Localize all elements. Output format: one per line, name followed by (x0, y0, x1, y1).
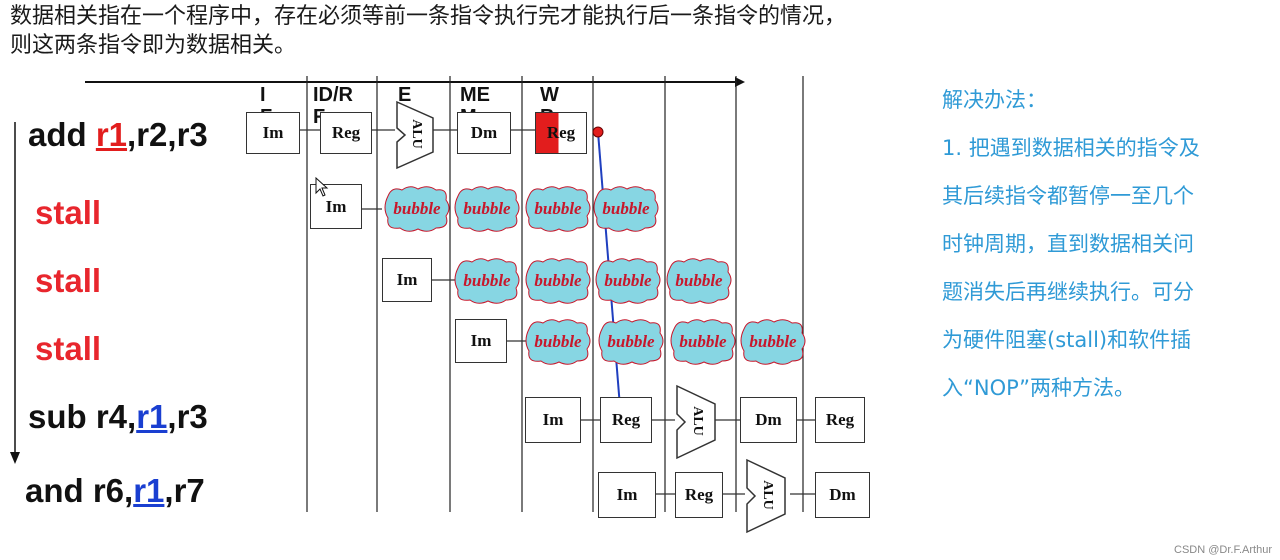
solution-heading: 解决办法： (942, 88, 1047, 112)
solution-line-6: 入“NOP”两种方法。 (942, 376, 1136, 400)
unit-im: Im (310, 184, 362, 229)
unit-im: Im (598, 472, 656, 518)
bubble: bubble (523, 317, 593, 367)
bubble: bubble (382, 184, 452, 234)
bubble: bubble (591, 184, 661, 234)
bubble: bubble (668, 317, 738, 367)
bubble: bubble (593, 256, 663, 306)
register-r1-src-2: r1 (133, 472, 165, 509)
unit-reg-writeback: Reg (535, 112, 587, 154)
bubble: bubble (452, 256, 522, 306)
unit-dm: Dm (815, 472, 870, 518)
unit-im: Im (525, 397, 581, 443)
unit-alu: ALU (675, 384, 717, 460)
unit-reg: Reg (600, 397, 652, 443)
watermark: CSDN @Dr.F.Arthur (1174, 544, 1272, 556)
instr-sub: sub r4,r1,r3 (28, 398, 208, 435)
instr-stall-1: stall (35, 194, 102, 231)
solution-line-4: 题消失后再继续执行。可分 (942, 280, 1194, 304)
solution-line-1: 1. 把遇到数据相关的指令及 (942, 136, 1200, 160)
instr-stall-3: stall (35, 330, 102, 367)
unit-dm: Dm (740, 397, 797, 443)
register-r1-src: r1 (136, 398, 168, 435)
bubble: bubble (452, 184, 522, 234)
intro-line-2: 则这两条指令即为数据相关。 (10, 33, 297, 58)
mouse-cursor-icon (315, 177, 329, 197)
intro-line-1: 数据相关指在一个程序中，存在必须等前一条指令执行完才能执行后一条指令的情况， (10, 4, 847, 29)
bubble: bubble (523, 256, 593, 306)
instr-and: and r6,r1,r7 (25, 472, 205, 509)
register-r1-dest: r1 (95, 116, 128, 153)
solution-line-2: 其后续指令都暂停一至几个 (942, 184, 1194, 208)
bubble: bubble (596, 317, 666, 367)
instr-add: add r1,r2,r3 (28, 116, 208, 153)
unit-reg: Reg (320, 112, 372, 154)
unit-im: Im (455, 319, 507, 363)
bubble: bubble (664, 256, 734, 306)
unit-reg: Reg (675, 472, 723, 518)
unit-reg: Reg (815, 397, 865, 443)
unit-im: Im (382, 258, 432, 302)
solution-line-3: 时钟周期，直到数据相关问 (942, 232, 1194, 256)
bubble: bubble (738, 317, 808, 367)
pipeline-diagram: IF ID/RF EX MEM WB add r1,r2,r3 stall st… (10, 72, 880, 547)
unit-dm: Dm (457, 112, 511, 154)
solution-line-5: 为硬件阻塞(stall)和软件插 (942, 328, 1192, 352)
intro-text: 数据相关指在一个程序中，存在必须等前一条指令执行完才能执行后一条指令的情况， 则… (10, 2, 1270, 60)
bubble: bubble (523, 184, 593, 234)
unit-im: Im (246, 112, 300, 154)
solution-panel: 解决办法： 1. 把遇到数据相关的指令及 其后续指令都暂停一至几个 时钟周期，直… (942, 76, 1272, 412)
unit-alu: ALU (395, 100, 435, 170)
instr-stall-2: stall (35, 262, 102, 299)
unit-alu: ALU (745, 458, 787, 534)
